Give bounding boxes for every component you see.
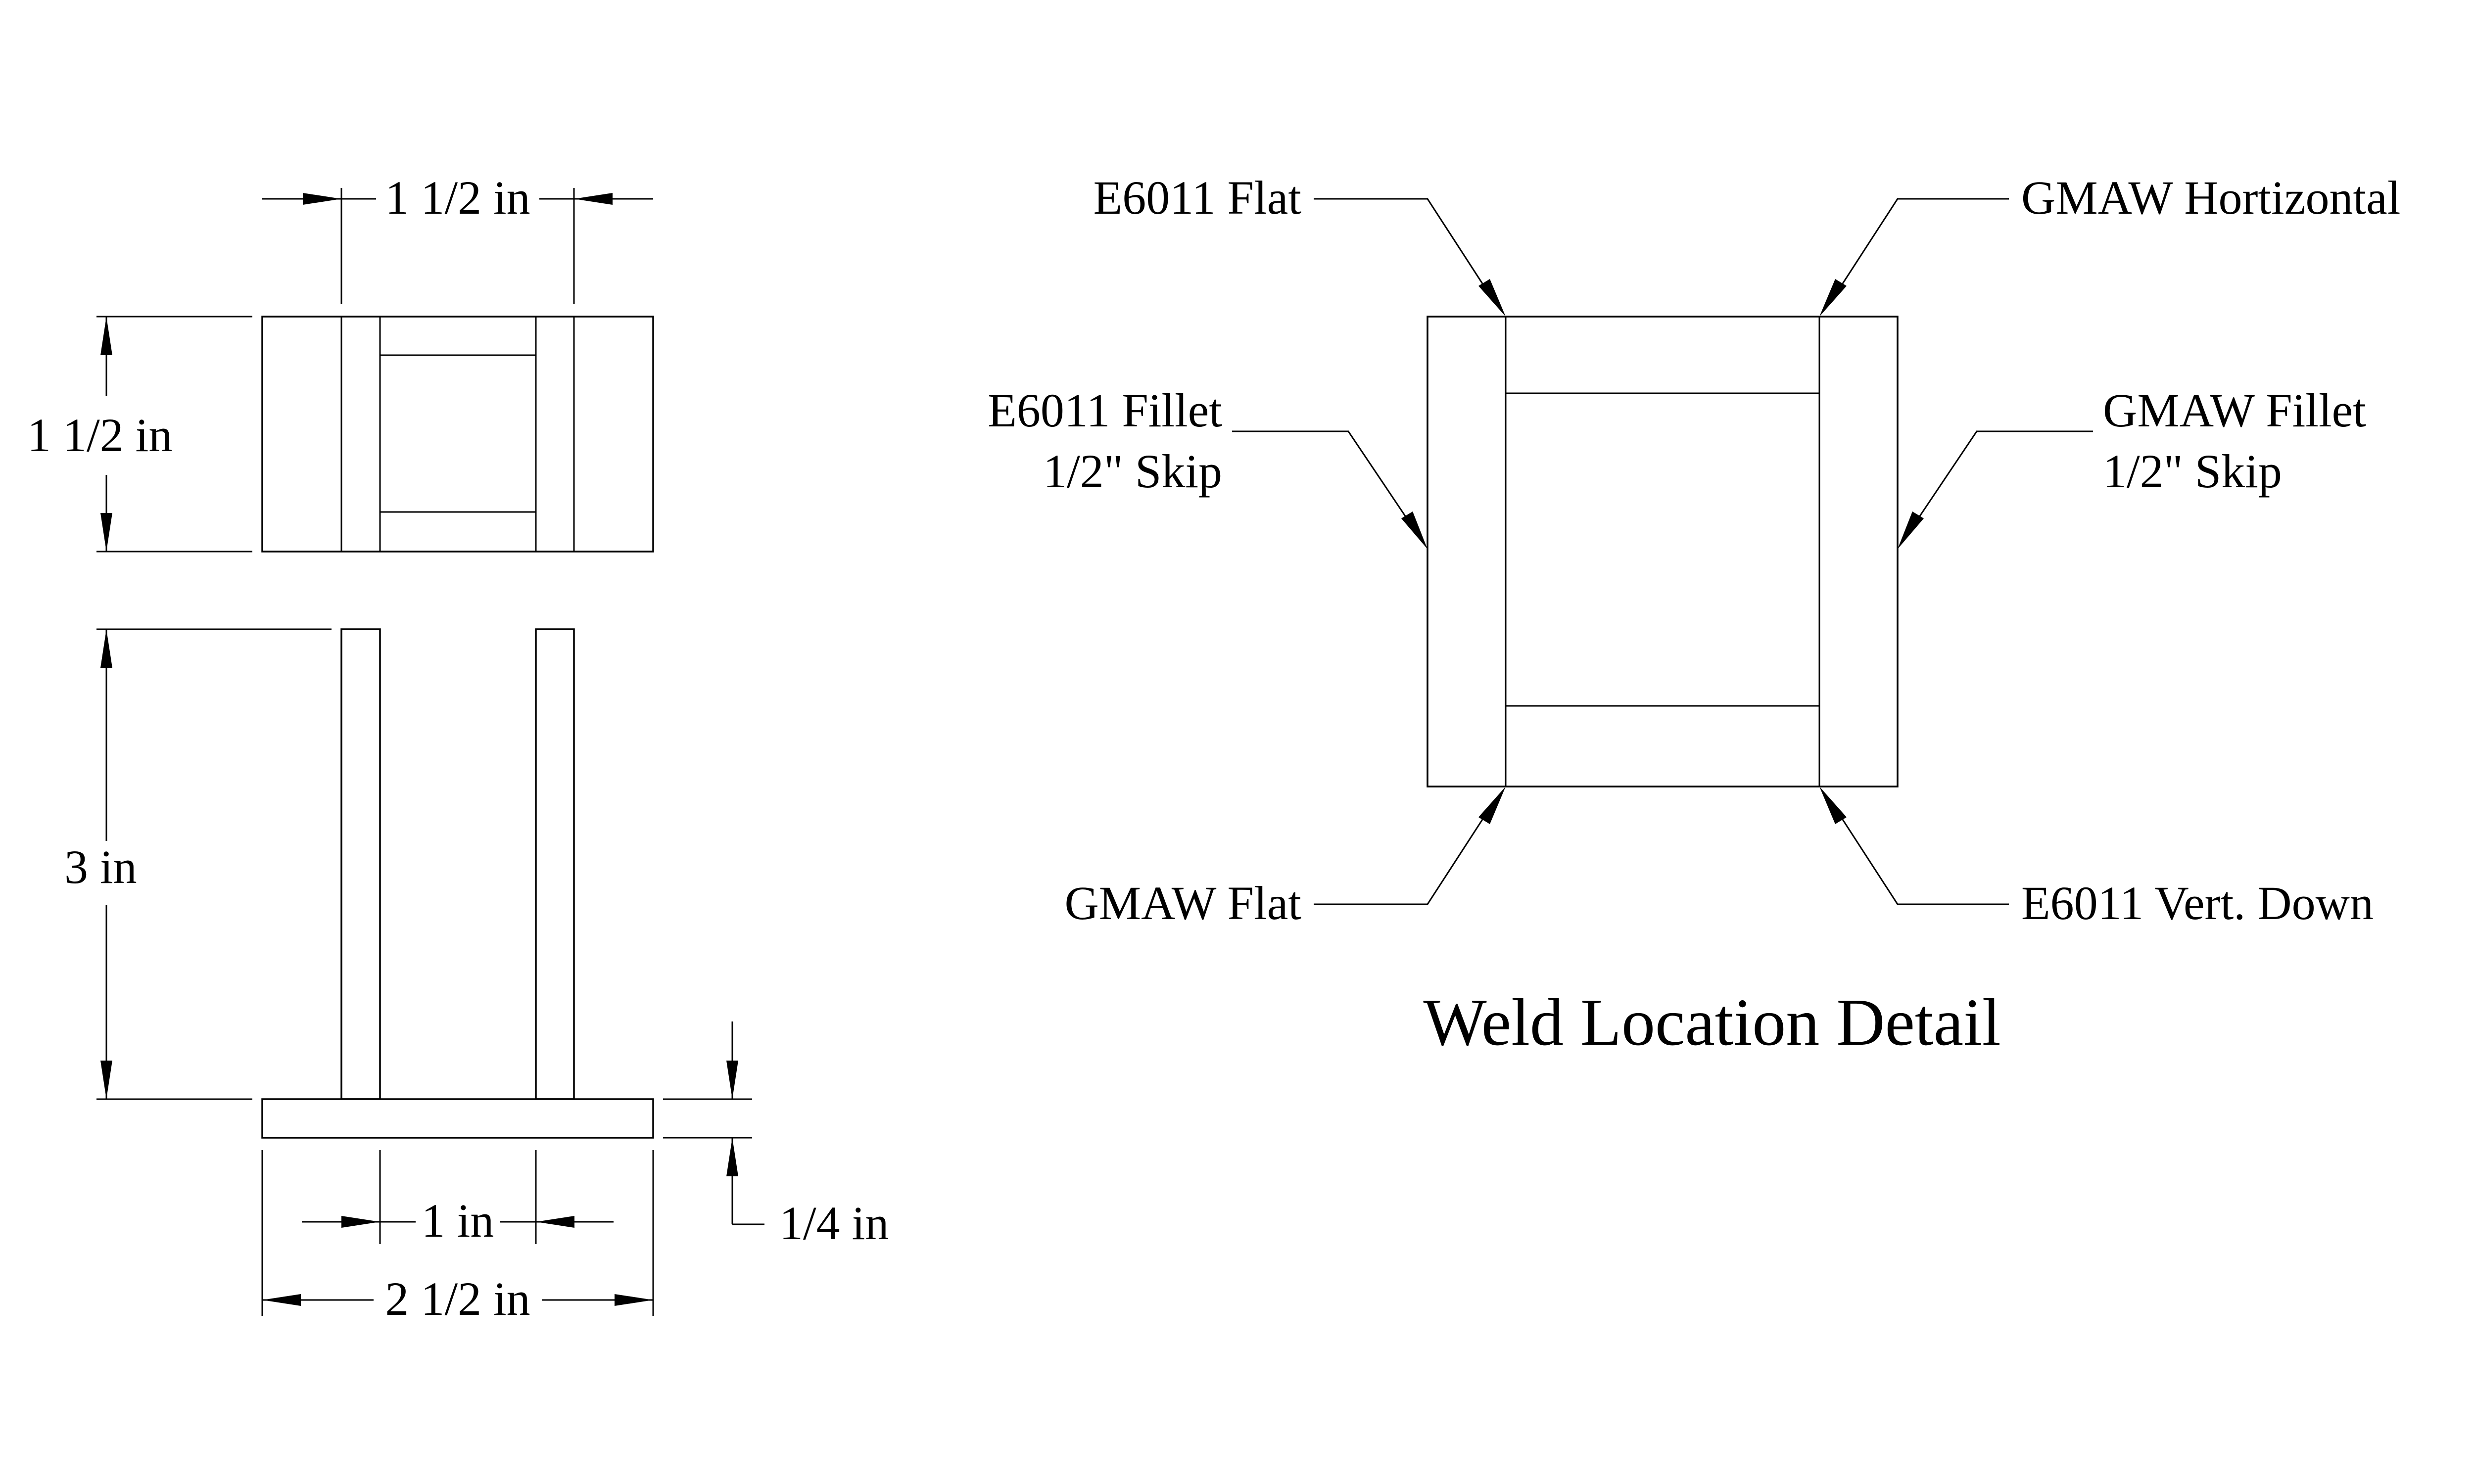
callout-label-top-right: GMAW Hortizontal	[2021, 171, 2400, 224]
left-flange	[340, 628, 381, 1100]
leader-line	[1314, 198, 1491, 296]
arrowhead	[100, 629, 112, 668]
weld-callout-top-left: E6011 Flat	[1094, 171, 1506, 317]
weld-callout-bottom-left: GMAW Flat	[1064, 787, 1506, 929]
weld-callout-left: E6011 Fillet 1/2" Skip	[988, 384, 1427, 549]
arrowhead	[1898, 511, 1924, 549]
arrowhead	[100, 317, 112, 355]
dim-inner-width: 1 in	[302, 1150, 614, 1247]
arrowhead	[1401, 511, 1427, 549]
leader-line	[1834, 198, 2009, 296]
dim-label-side-height: 3 in	[64, 840, 137, 893]
callout-label-right-line1: GMAW Fillet	[2103, 384, 2366, 437]
detail-title: Weld Location Detail	[1423, 985, 2000, 1060]
dim-side-height: 3 in	[64, 628, 332, 1100]
weld-detail-view	[1427, 316, 1899, 788]
dim-label-inner-width: 1 in	[422, 1194, 494, 1247]
arrowhead	[726, 1138, 738, 1176]
dim-label-base-width: 2 1/2 in	[385, 1272, 530, 1325]
arrowhead	[726, 1061, 738, 1099]
detail-outline	[1427, 316, 1899, 788]
arrowhead	[303, 193, 341, 205]
front-view	[261, 628, 654, 1139]
dim-top-width: 1 1/2 in	[262, 171, 653, 304]
arrowhead	[341, 1216, 380, 1228]
callout-label-top-left: E6011 Flat	[1094, 171, 1302, 224]
arrowhead	[574, 193, 613, 205]
arrowhead	[262, 1294, 301, 1306]
dim-top-height: 1 1/2 in	[27, 316, 252, 553]
right-flange	[535, 628, 575, 1100]
weld-callout-right: GMAW Fillet 1/2" Skip	[1898, 384, 2366, 549]
callout-label-bottom-right: E6011 Vert. Down	[2021, 877, 2374, 929]
dim-label-top-width: 1 1/2 in	[385, 171, 530, 224]
arrowhead	[536, 1216, 574, 1228]
dim-label-base-thickness: 1/4 in	[779, 1197, 889, 1250]
arrowhead	[1478, 787, 1506, 824]
dim-base-width: 2 1/2 in	[261, 1150, 654, 1325]
top-view-outline	[261, 316, 654, 553]
arrowhead	[100, 513, 112, 552]
callout-label-bottom-left: GMAW Flat	[1064, 877, 1301, 929]
leader-line	[1314, 807, 1491, 905]
callout-label-left-line1: E6011 Fillet	[988, 384, 1222, 437]
arrowhead	[615, 1294, 653, 1306]
leader-line	[1910, 430, 2093, 530]
arrowhead	[1819, 279, 1847, 317]
leader-line	[1232, 430, 1415, 530]
dim-base-thickness: 1/4 in	[663, 1021, 889, 1250]
arrowhead	[1478, 279, 1506, 317]
callout-label-left-line2: 1/2" Skip	[1043, 445, 1222, 498]
top-view	[261, 316, 654, 553]
dim-label-top-height: 1 1/2 in	[27, 409, 172, 462]
base-plate	[261, 1098, 654, 1139]
weld-callout-bottom-right: E6011 Vert. Down	[1819, 787, 2374, 929]
weld-callout-top-right: GMAW Hortizontal	[1819, 171, 2400, 317]
arrowhead	[1819, 787, 1847, 824]
leader-line	[1834, 807, 2009, 905]
callout-label-right-line2: 1/2" Skip	[2103, 445, 2282, 498]
arrowhead	[100, 1061, 112, 1099]
